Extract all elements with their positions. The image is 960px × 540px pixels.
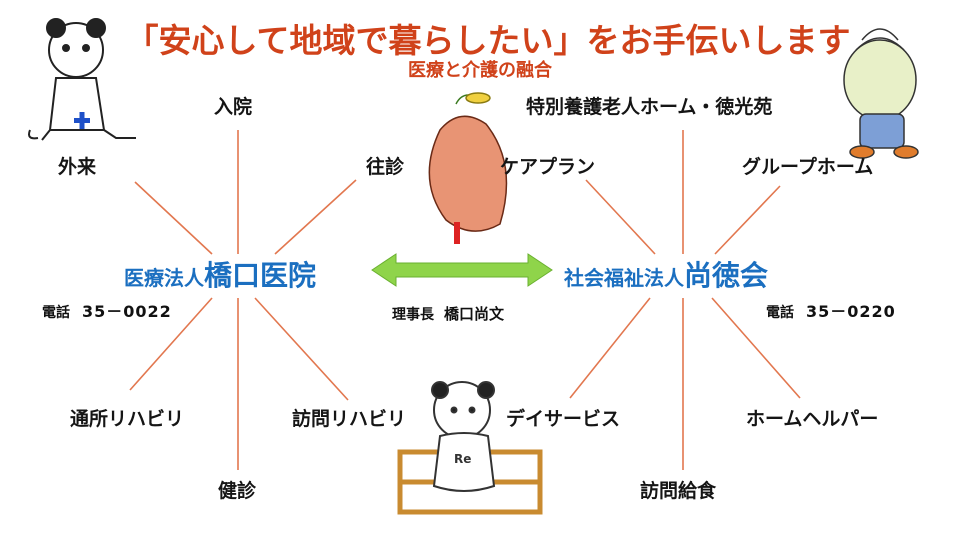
service-outpatient: 外来 (58, 156, 97, 178)
connector-day-rehab (129, 297, 213, 391)
left-org-prefix: 医療法人 (124, 266, 204, 290)
melon-character-illustration (843, 28, 919, 159)
connector-outpatient (134, 181, 213, 255)
service-health-check: 健診 (218, 480, 257, 502)
left-org-main-name: 橋口医院 (204, 259, 317, 292)
right-org-phone: 電話 35－0220 (766, 298, 896, 322)
right-org-main-name: 尚徳会 (684, 259, 769, 292)
director-label: 理事長 (392, 307, 434, 323)
right-org-name: 社会福祉法人尚徳会 (564, 254, 768, 294)
page-subtitle: 医療と介護の融合 (408, 60, 552, 81)
left-phone-label: 電話 (42, 305, 70, 321)
right-org-prefix: 社会福祉法人 (564, 266, 684, 290)
connector-home-visit (274, 179, 357, 255)
left-phone-number: 35－0022 (82, 302, 172, 321)
service-admission: 入院 (214, 96, 253, 118)
right-phone-label: 電話 (766, 305, 794, 321)
service-home-visit: 往診 (366, 156, 405, 178)
service-meal-delivery: 訪問給食 (640, 480, 717, 502)
service-visit-rehab: 訪問リハビリ (292, 408, 407, 430)
double-arrow (371, 253, 553, 287)
page-title: 「安心して地域で暮らしたい」をお手伝いします (125, 21, 851, 60)
connector-day-service (569, 297, 651, 399)
panda-on-bench-illustration (397, 381, 543, 515)
connector-home-helper (711, 297, 801, 399)
service-home-helper: ホームヘルパー (746, 408, 879, 430)
service-care-plan: ケアプラン (500, 156, 596, 178)
director-name: 橋口尚文 (444, 305, 505, 323)
connector-group-home (714, 185, 781, 255)
left-org-name: 医療法人橋口医院 (124, 254, 316, 294)
service-day-rehab: 通所リハビリ (70, 408, 185, 430)
service-day-service: デイサービス (506, 408, 621, 430)
panda-doctor-illustration (28, 18, 136, 141)
service-nursing-home: 特別養護老人ホーム・徳光苑 (526, 96, 773, 118)
connector-care-plan (585, 179, 656, 255)
left-org-phone: 電話 35－0022 (42, 298, 172, 322)
sweet-potato-illustration (428, 92, 508, 244)
mascot-tag: Re (454, 452, 472, 466)
director-line: 理事長橋口尚文 (392, 303, 504, 324)
right-phone-number: 35－0220 (806, 302, 896, 321)
service-group-home: グループホーム (742, 156, 874, 178)
connector-visit-rehab (254, 297, 349, 401)
